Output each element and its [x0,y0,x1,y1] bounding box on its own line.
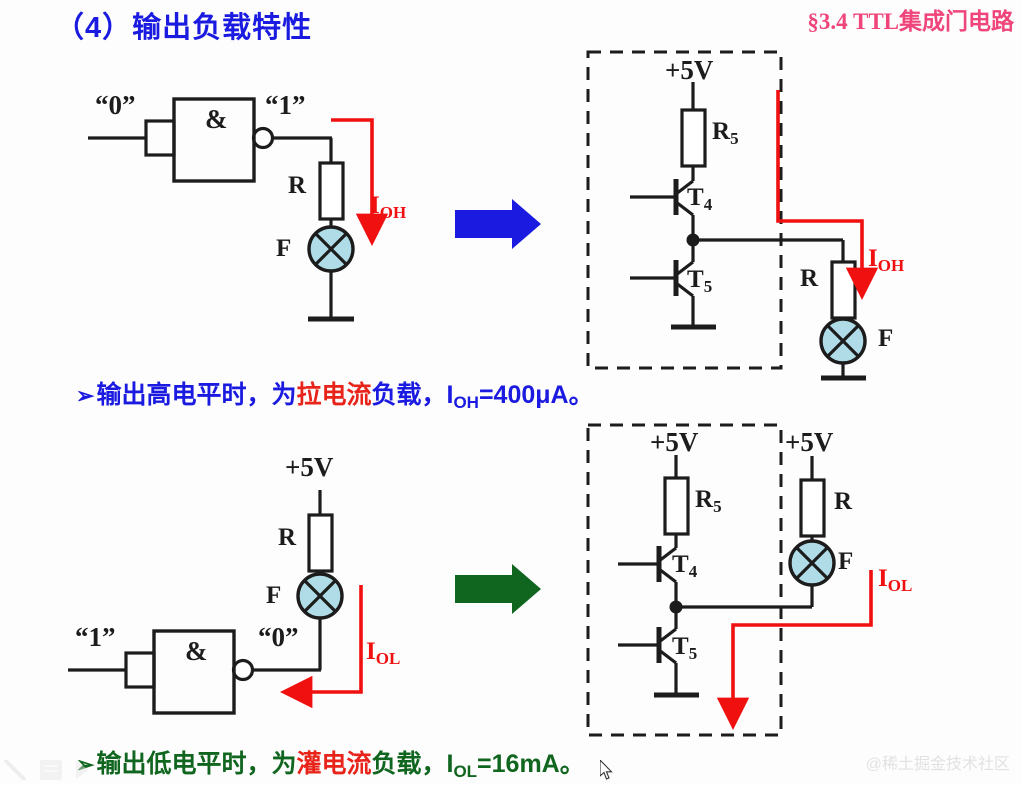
top-right-lamp-label: F [878,325,894,352]
next-slide-arrow-icon[interactable] [76,761,89,779]
bottom-left-current-label: IOL [366,638,401,668]
top-right-r5-label: R5 [712,118,739,148]
caption-high-text-1: 输出高电平时，为 [96,381,297,409]
top-left-circuit-group [88,97,355,322]
bottom-left-resistor-label: R [278,524,297,551]
bottom-left-lamp-label: F [266,582,282,609]
caption-high-current: I [446,381,454,409]
caption-low-current: I [446,750,454,778]
bottom-right-current-arrow [716,570,873,730]
top-right-resistor-label: R [800,265,819,292]
top-right-supply-label: +5V [665,55,714,85]
caption-high-value: =400μA。 [478,381,594,409]
pen-icon[interactable] [4,760,26,780]
top-right-t5-label: T5 [687,266,713,296]
bottom-left-circuit-group [68,490,344,715]
top-left-input-label: “0” [95,90,136,120]
caption-high-text-2: 负载， [371,381,447,409]
bottom-right-supply-label-inner: +5V [650,427,699,457]
caption-low-text-2: 负载， [371,750,447,778]
presenter-toolbar[interactable] [4,760,89,780]
top-right-current-label: IOH [868,245,905,275]
bottom-right-t4-label: T4 [672,551,698,581]
top-left-current-label: IOH [370,192,407,222]
top-right-current-arrow [776,90,879,300]
top-left-output-label: “1” [265,90,306,120]
caption-high-highlight: 拉电流 [296,381,372,409]
bottom-right-supply-label-outer: +5V [785,427,834,457]
top-left-resistor-label: R [288,172,307,199]
watermark: @稀土掘金技术社区 [865,756,1010,773]
caption-high-marker: ➢ [76,383,95,408]
bottom-right-dashed-boundary [586,423,783,737]
bottom-right-t5-label: T5 [672,633,698,663]
caption-low-text-1: 输出低电平时，为 [96,750,297,778]
caption-low-marker: ➢ [76,752,95,777]
caption-high-current-sub: OH [453,393,479,412]
top-left-lamp-label: F [276,235,292,262]
top-right-circuit-group [630,82,867,381]
caption-low-value: =16mA。 [477,750,585,778]
green-transition-arrow [455,564,541,614]
section-header: §3.4 TTL集成门电路 [807,9,1014,34]
bottom-right-lamp-label: F [838,548,854,575]
bottom-left-current-arrow [280,585,363,709]
bottom-right-circuit-group [618,455,836,698]
bottom-left-gate-symbol: & [185,636,208,666]
top-right-t4-label: T4 [687,184,713,214]
bottom-right-r5-label: R5 [695,486,722,516]
top-right-dashed-boundary [586,50,783,370]
caption-low-highlight: 灌电流 [296,750,372,778]
bottom-right-resistor-label: R [834,488,853,515]
bottom-left-supply-label: +5V [285,452,334,482]
bottom-right-current-label: IOL [878,565,913,595]
page-icon[interactable] [40,760,62,780]
caption-low-current-sub: OL [453,762,478,781]
blue-transition-arrow [455,199,541,249]
mouse-cursor [600,760,613,780]
bottom-left-input-label: “1” [75,622,116,652]
top-left-gate-symbol: & [205,104,228,134]
bottom-left-output-label: “0” [258,622,299,652]
page-title: （4）输出负载特性 [55,12,313,44]
top-left-current-arrow [331,118,389,246]
